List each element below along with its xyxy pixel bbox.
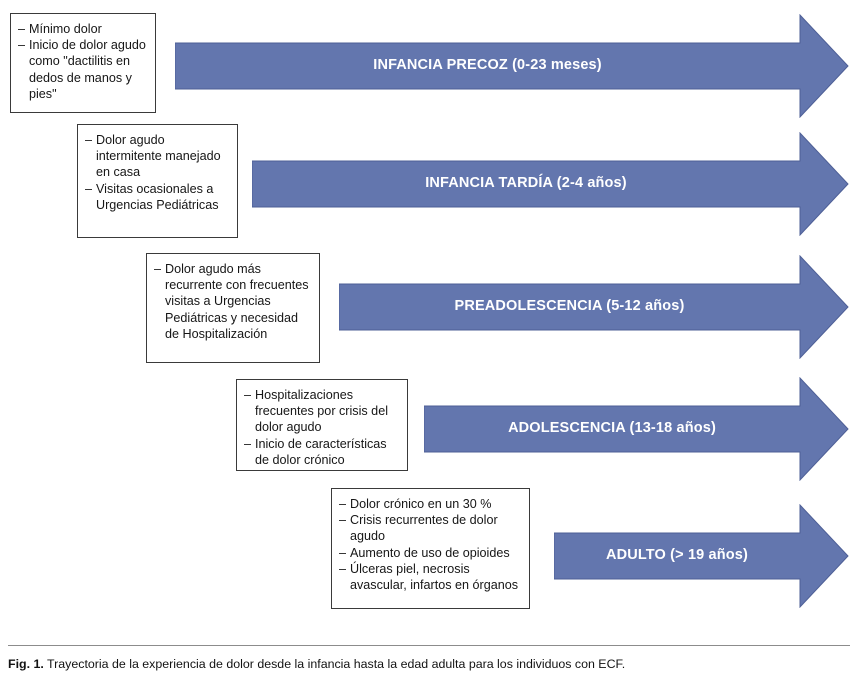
figure-caption-text: Trayectoria de la experiencia de dolor d… (47, 657, 626, 671)
arrow-preadolescencia (339, 255, 849, 359)
callout-preadolescencia: Dolor agudo más recurrente con frecuente… (146, 253, 320, 363)
callout-infancia-tardia: Dolor agudo intermitente manejado en cas… (77, 124, 238, 238)
list-item: Dolor agudo más recurrente con frecuente… (154, 261, 311, 342)
callout-list-adolescencia: Hospitalizaciones frecuentes por crisis … (244, 387, 399, 468)
list-item: Inicio de dolor agudo como "dactilitis e… (18, 37, 147, 102)
arrow-infancia-tardia (252, 132, 849, 236)
list-item: Inicio de características de dolor cróni… (244, 436, 399, 468)
arrow-label-preadolescencia: PREADOLESCENCIA (5-12 años) (454, 298, 685, 314)
list-item: Aumento de uso de opioides (339, 545, 521, 561)
callout-list-infancia-precoz: Mínimo dolor Inicio de dolor agudo como … (18, 21, 147, 102)
list-item: Crisis recurrentes de dolor agudo (339, 512, 521, 544)
arrow-adolescencia (424, 377, 849, 481)
list-item: Úlceras piel, necrosis avascular, infart… (339, 561, 521, 593)
arrow-adulto (554, 504, 849, 608)
callout-infancia-precoz: Mínimo dolor Inicio de dolor agudo como … (10, 13, 156, 113)
arrow-infancia-precoz (175, 14, 849, 118)
caption-divider (8, 645, 850, 647)
callout-adulto: Dolor crónico en un 30 % Crisis recurren… (331, 488, 530, 609)
list-item: Mínimo dolor (18, 21, 147, 37)
figure-caption: Fig. 1. Trayectoria de la experiencia de… (8, 656, 850, 672)
list-item: Visitas ocasionales a Urgencias Pediátri… (85, 181, 229, 213)
callout-list-preadolescencia: Dolor agudo más recurrente con frecuente… (154, 261, 311, 342)
callout-list-adulto: Dolor crónico en un 30 % Crisis recurren… (339, 496, 521, 593)
diagram-stage: INFANCIA PRECOZ (0-23 meses) INFANCIA TA… (0, 0, 858, 628)
figure-number: Fig. 1. (8, 657, 44, 671)
arrow-label-adulto: ADULTO (> 19 años) (606, 547, 748, 563)
list-item: Hospitalizaciones frecuentes por crisis … (244, 387, 399, 436)
arrow-label-adolescencia: ADOLESCENCIA (13-18 años) (508, 420, 716, 436)
list-item: Dolor agudo intermitente manejado en cas… (85, 132, 229, 181)
arrow-label-infancia-tardia: INFANCIA TARDÍA (2-4 años) (425, 175, 627, 191)
arrow-label-infancia-precoz: INFANCIA PRECOZ (0-23 meses) (373, 57, 602, 73)
list-item: Dolor crónico en un 30 % (339, 496, 521, 512)
callout-adolescencia: Hospitalizaciones frecuentes por crisis … (236, 379, 408, 471)
callout-list-infancia-tardia: Dolor agudo intermitente manejado en cas… (85, 132, 229, 213)
